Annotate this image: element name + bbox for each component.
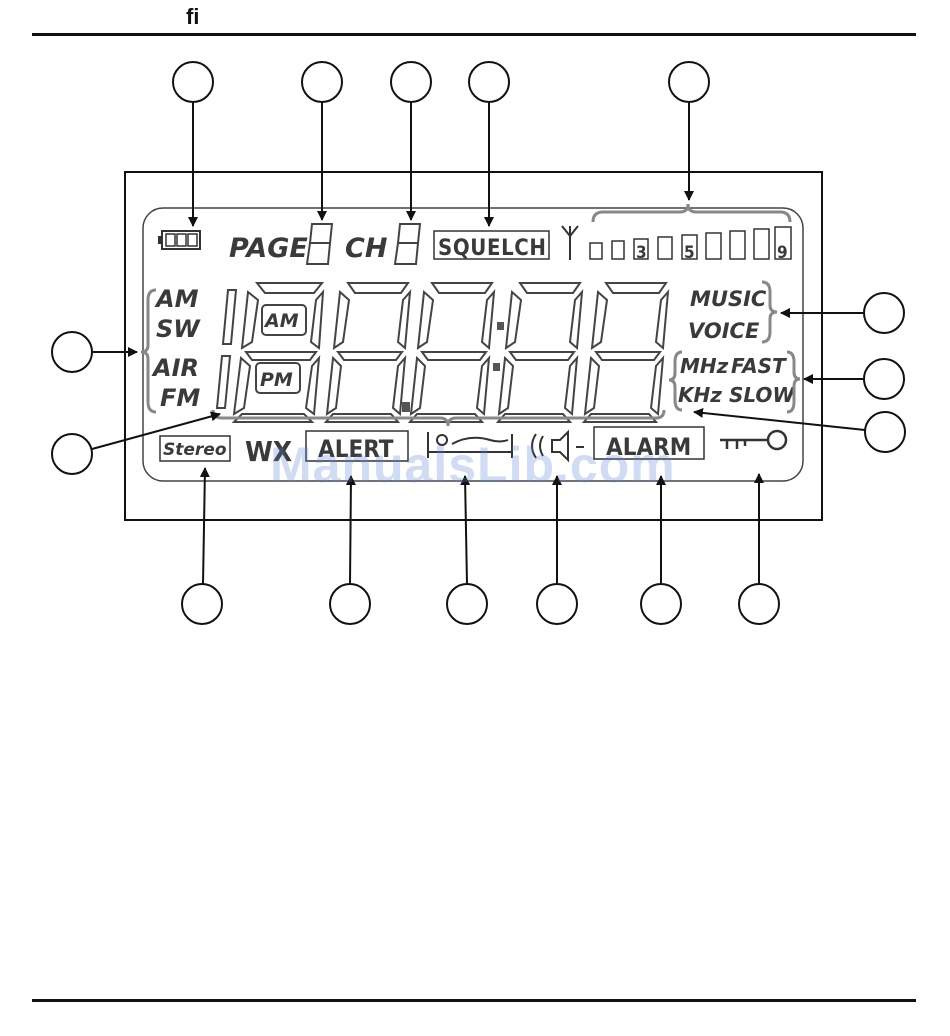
callout-mode (864, 293, 904, 333)
digit-5 (584, 283, 668, 422)
pm-indicator: PM (260, 369, 293, 391)
antenna-icon (562, 226, 578, 260)
callout-units-line (865, 412, 905, 452)
digit-hours (234, 283, 323, 422)
ch-label: CH (345, 233, 388, 264)
band-air: AIR (151, 354, 199, 382)
digit-4 (498, 283, 582, 422)
page-digit (307, 224, 332, 264)
callout-sleep (447, 584, 487, 624)
decimal-point (402, 402, 410, 412)
signal-number-9: 9 (777, 243, 788, 263)
page-label: PAGE (229, 233, 308, 264)
callout-signal (669, 62, 709, 102)
band-sw: SW (156, 315, 201, 343)
digit-one (217, 290, 236, 408)
band-am: AM (154, 285, 199, 313)
callout-circles (52, 62, 905, 624)
signal-brace (593, 204, 790, 222)
digit-3 (410, 283, 494, 422)
signal-number-5: 5 (684, 243, 695, 263)
watermark: ManualsLib.com (270, 436, 676, 494)
callout-unit (864, 359, 904, 399)
callout-stereo (182, 584, 222, 624)
colon-bottom (493, 363, 500, 371)
unit-mhz: MHz (680, 354, 729, 378)
unit-khz: KHz (678, 383, 722, 407)
mode-voice: VOICE (688, 319, 760, 343)
ch-digit (395, 224, 420, 264)
stereo-label: Stereo (163, 440, 227, 460)
callout-page (302, 62, 342, 102)
mode-music: MUSIC (690, 287, 767, 311)
battery-icon (158, 231, 200, 249)
bottom-rule (32, 999, 916, 1002)
key-icon (720, 431, 786, 449)
squelch-label: SQUELCH (438, 236, 546, 261)
callout-speaker (537, 584, 577, 624)
signal-number-3: 3 (636, 243, 647, 263)
am-indicator: AM (263, 310, 299, 332)
callout-squelch (469, 62, 509, 102)
colon-top (497, 322, 504, 330)
band-fm: FM (160, 384, 200, 412)
digits-brace (213, 410, 664, 426)
callout-band (52, 332, 92, 372)
callout-lock (739, 584, 779, 624)
speed-fast: FAST (731, 354, 787, 378)
digit-2 (326, 283, 410, 422)
callout-frequency (52, 434, 92, 474)
callout-alarm (641, 584, 681, 624)
leader-arrows (92, 102, 865, 584)
callout-alert (330, 584, 370, 624)
callout-channel (391, 62, 431, 102)
callout-battery (173, 62, 213, 102)
speed-slow: SLOW (729, 383, 795, 407)
